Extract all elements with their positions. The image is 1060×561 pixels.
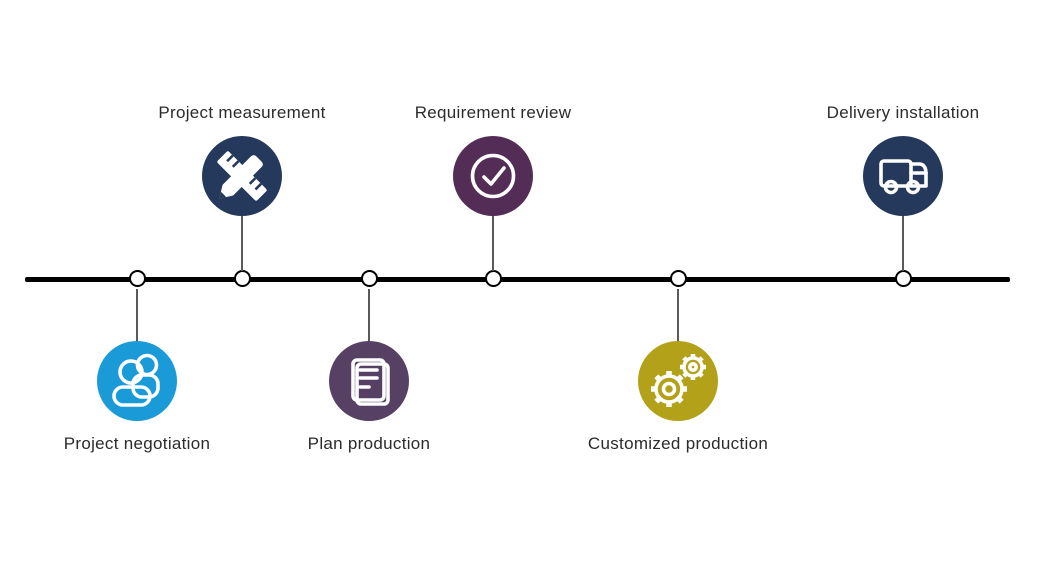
timeline-node-measurement [233,270,251,287]
timeline-node-delivery [894,270,912,287]
timeline-node-review [484,270,502,287]
step-connector [902,215,904,271]
step-connector [492,215,494,271]
timeline-node-plan [360,270,378,287]
ruler-pencil-icon [202,136,282,216]
step-label-review: Requirement review [414,103,572,122]
people-icon [97,341,177,421]
gears-icon [638,341,718,421]
timeline-node-customized [669,270,687,287]
step-label-delivery: Delivery installation [826,103,980,122]
step-label-measurement: Project measurement [158,103,326,122]
step-label-plan: Plan production [307,434,431,453]
icon-badge [329,341,409,421]
step-connector [136,289,138,342]
icon-badge [863,136,943,216]
truck-icon [863,136,943,216]
step-connector [677,289,679,342]
icon-badge [453,136,533,216]
step-label-negotiation: Project negotiation [63,434,211,453]
timeline-line [25,277,1010,282]
check-circle-icon [453,136,533,216]
timeline-node-negotiation [128,270,146,287]
step-label-customized: Customized production [587,434,769,453]
step-connector [241,215,243,271]
step-connector [368,289,370,342]
document-icon [329,341,409,421]
